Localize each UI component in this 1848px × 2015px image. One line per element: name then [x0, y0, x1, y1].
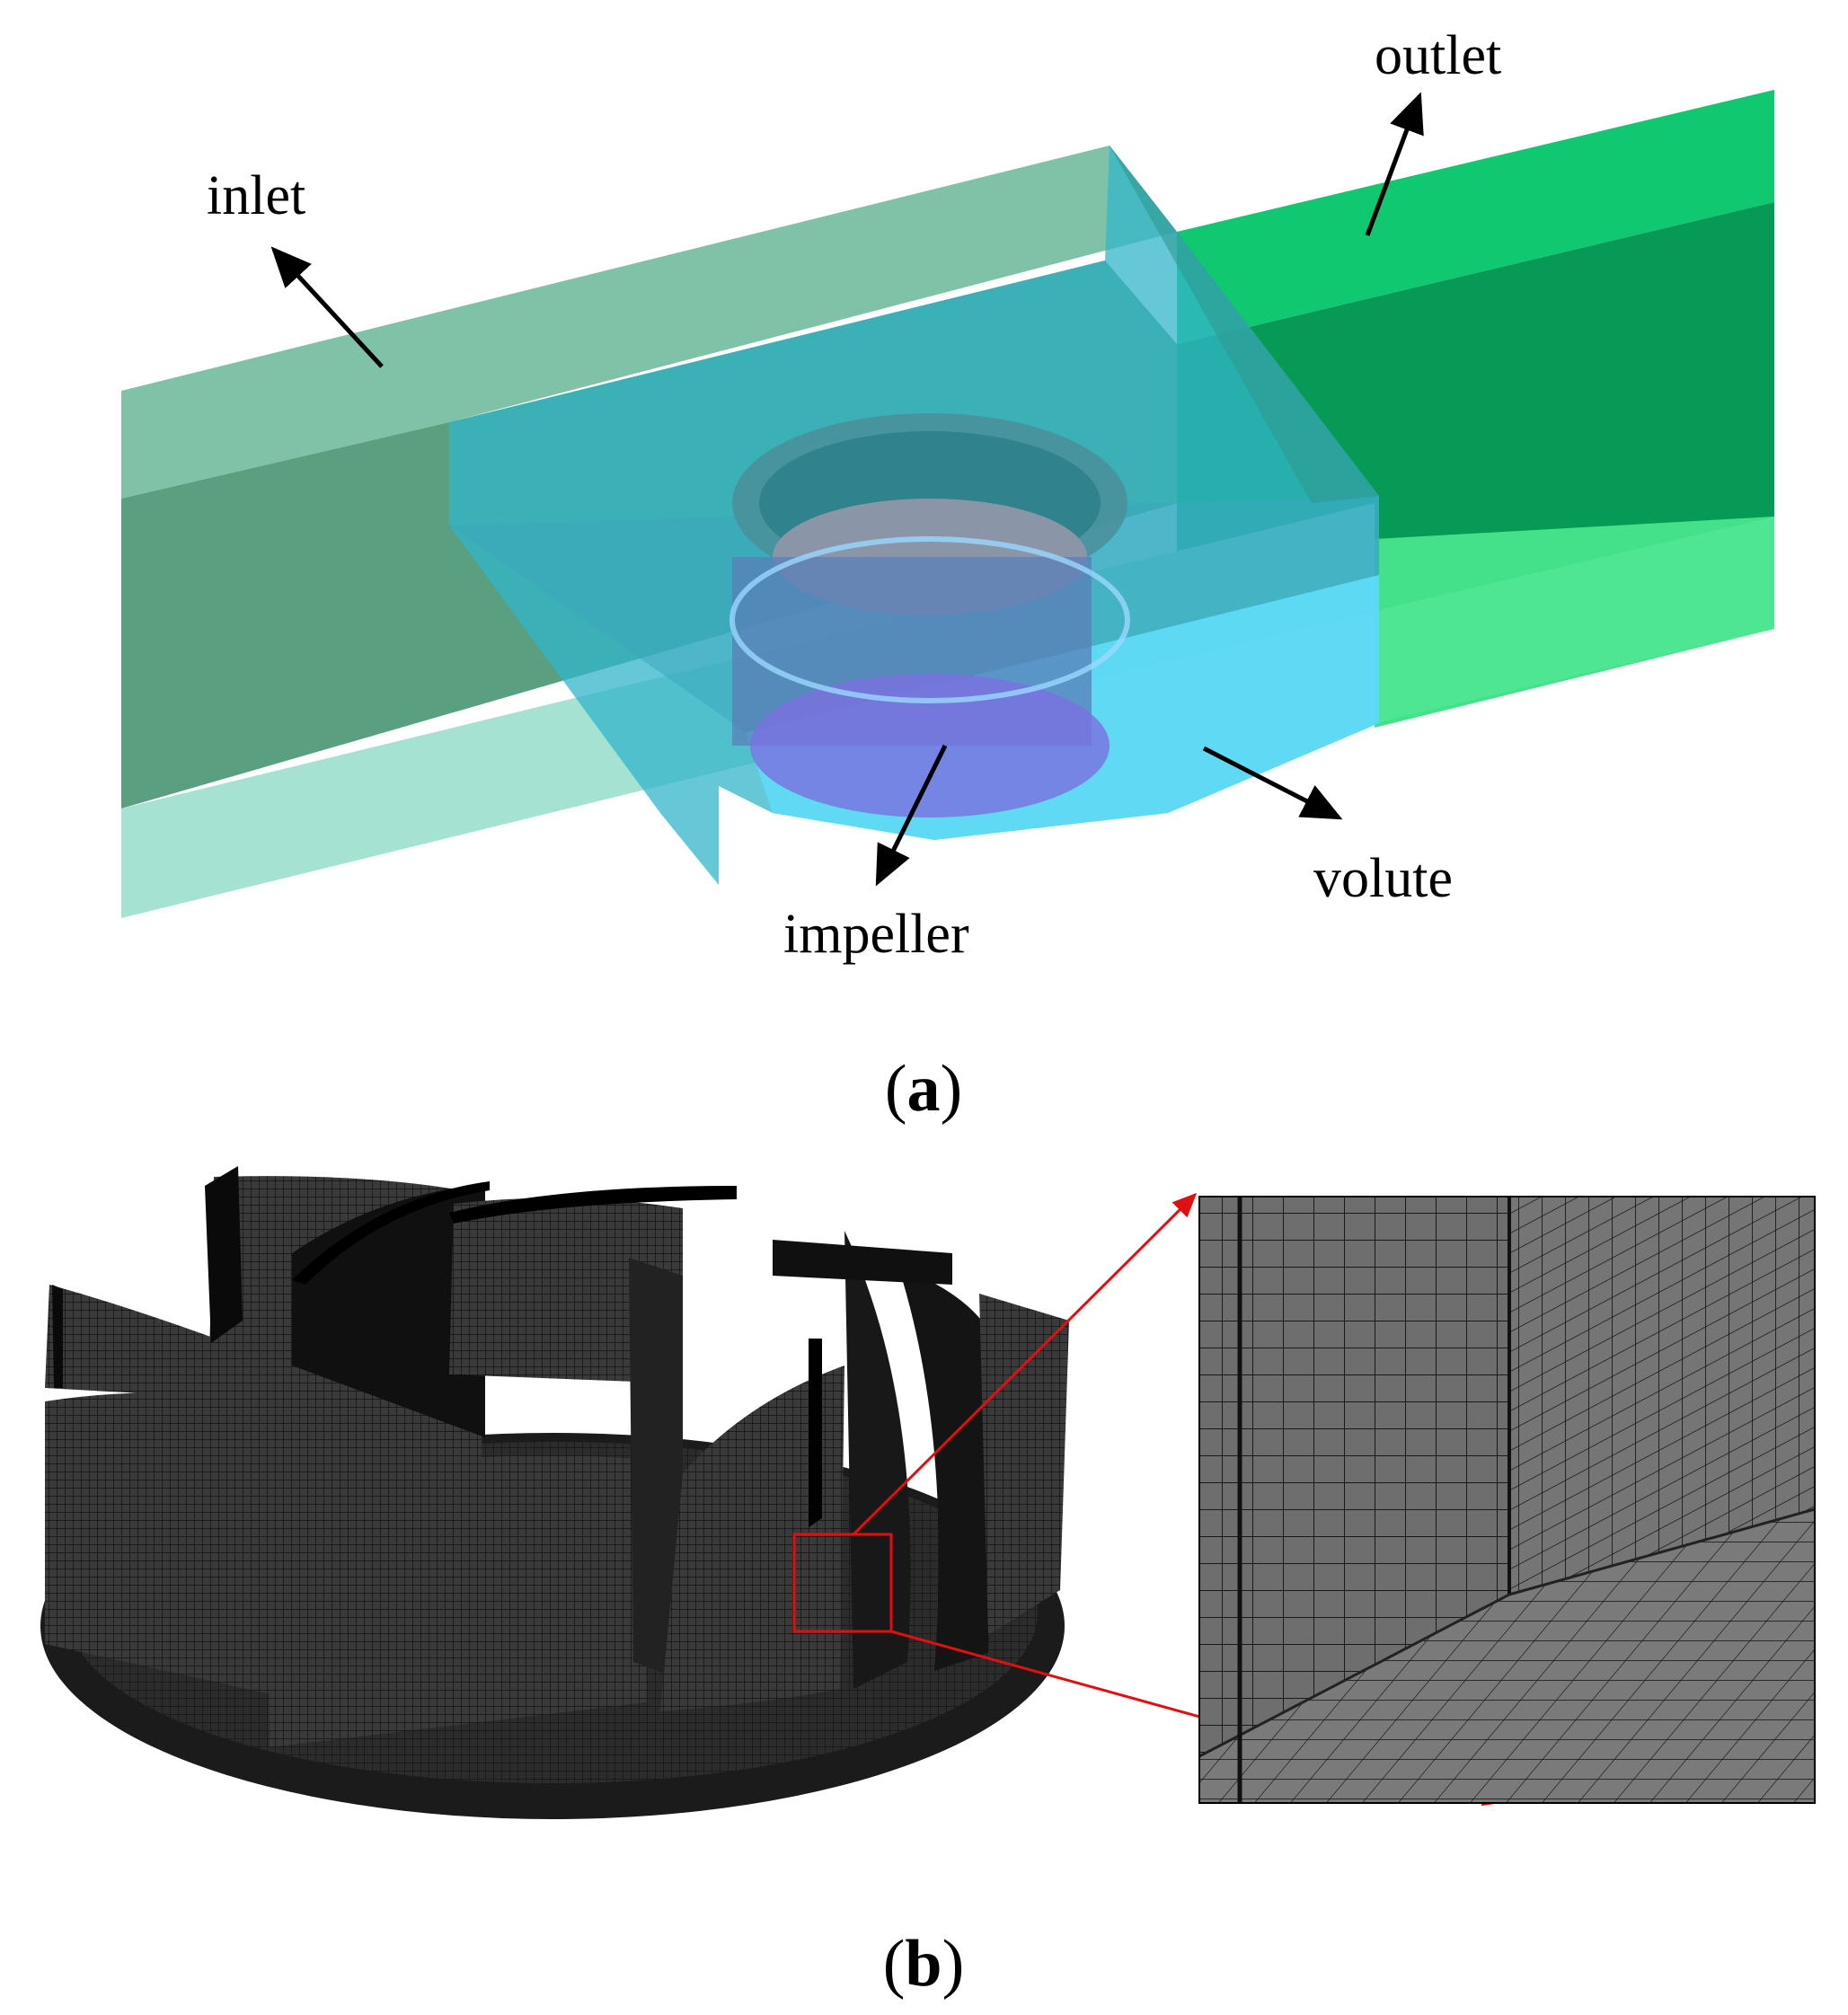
- panel-a-leaders: [270, 92, 1424, 887]
- inset-vertical-wall: [1199, 1197, 1509, 1756]
- inset-floor: [1199, 1509, 1815, 1803]
- panel-a-caption-close: ): [941, 1052, 963, 1126]
- panel-b-impeller-mesh: [40, 1166, 1069, 1819]
- blade-10: [268, 1455, 683, 1747]
- blade-17: [809, 1339, 822, 1527]
- zoom-arrow-top: [852, 1192, 1198, 1536]
- mesh-zoom-inset: [1198, 1196, 1816, 1804]
- blade-15: [979, 1294, 1069, 1635]
- inset-back-wall: [1509, 1197, 1815, 1595]
- blade-13: [844, 1231, 911, 1689]
- blade-14: [898, 1267, 997, 1671]
- blade-5: [52, 1285, 63, 1388]
- blade-7: [449, 1186, 737, 1224]
- panel-a-caption-open: (: [885, 1052, 907, 1126]
- panel-a-domain: [121, 90, 1774, 918]
- impeller-label: impeller: [783, 904, 969, 965]
- inlet-label: inlet: [207, 165, 305, 226]
- blade-6: [292, 1181, 490, 1285]
- blade-4: [45, 1285, 287, 1401]
- panel-b-caption: (b): [883, 1927, 964, 2001]
- impeller: [729, 413, 1130, 817]
- outlet-arrow: [1365, 92, 1424, 236]
- outlet-label: outlet: [1375, 25, 1501, 86]
- impeller-arrow: [875, 744, 948, 887]
- zoom-region-box: [792, 1533, 893, 1633]
- blade-12: [660, 1365, 844, 1711]
- panel-a-caption: (a): [885, 1052, 962, 1126]
- volute-label: volute: [1313, 848, 1453, 909]
- blade-11: [629, 1258, 683, 1680]
- panel-b-caption-close: ): [942, 1927, 965, 2001]
- blade-8: [205, 1166, 243, 1343]
- volute-arrow: [1202, 746, 1343, 820]
- blade-9: [45, 1392, 287, 1698]
- panel-b-caption-letter: b: [905, 1927, 942, 2001]
- panel-b-caption-open: (: [883, 1927, 906, 2001]
- inlet-arrow: [270, 246, 384, 368]
- blade-3: [449, 1198, 683, 1383]
- blade-16: [773, 1240, 952, 1285]
- panel-a-caption-letter: a: [907, 1052, 941, 1126]
